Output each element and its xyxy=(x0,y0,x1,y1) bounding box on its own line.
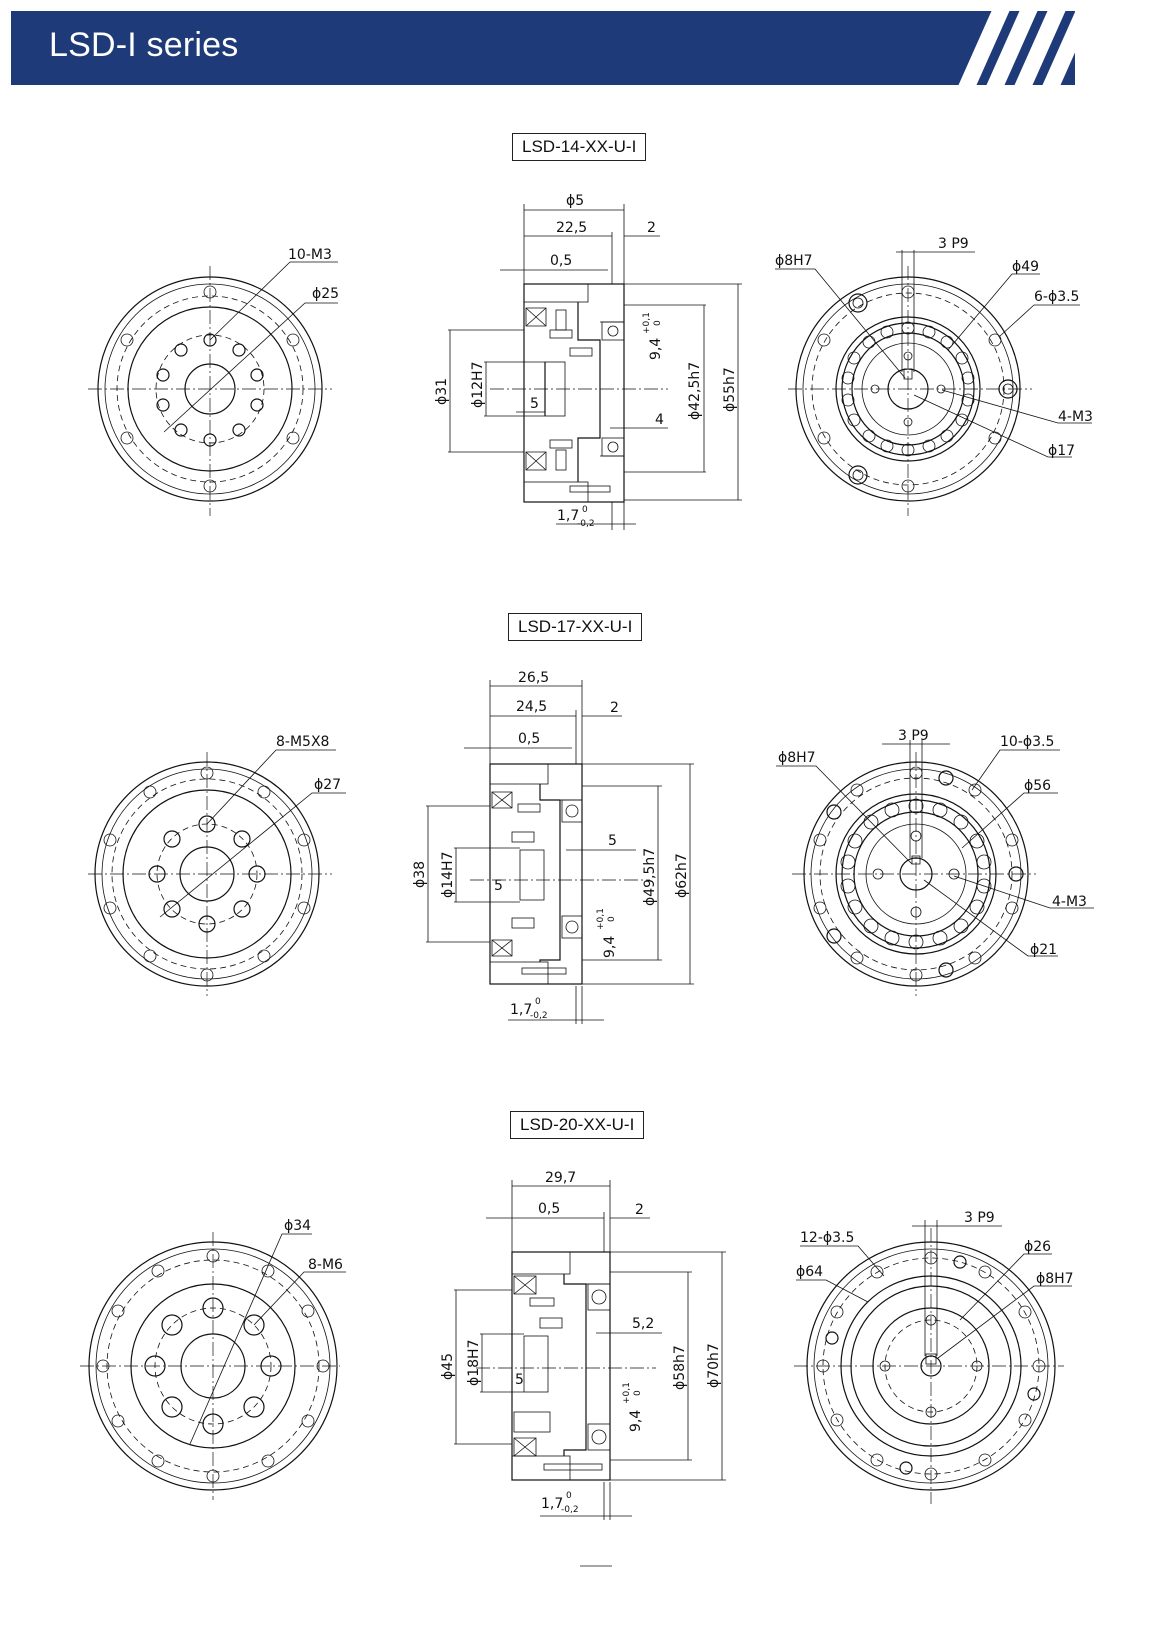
lsd17-rear-pcd-label: ϕ56 xyxy=(1024,778,1051,794)
lsd14-rear-key-label: 3 P9 xyxy=(938,236,969,252)
lsd14-rear-pcd-label: ϕ49 xyxy=(1012,259,1039,275)
lsd17-dim-bore: ϕ14H7 xyxy=(440,852,456,898)
model-label-lsd20: LSD-20-XX-U-I xyxy=(510,1111,645,1139)
lsd14-rear-pcd2-label: ϕ17 xyxy=(1048,443,1075,459)
lsd17-front-tapped-holes xyxy=(148,815,266,933)
lsd17-dim-mid: ϕ49,5h7 xyxy=(642,848,658,906)
lsd17-dim-side: 5 xyxy=(608,833,617,849)
lsd17-dim-gap: 2 xyxy=(610,700,619,716)
lsd17-rear-tapped-holes xyxy=(872,830,960,918)
lsd14-dim-key-lower: 0 xyxy=(653,320,663,326)
lsd20-front-holes-label: 8-M6 xyxy=(308,1257,343,1273)
lsd14-rear-view: 3 P9 ϕ8H7 ϕ49 6-ϕ3.5 4-M3 ϕ17 xyxy=(775,236,1093,516)
lsd14-front-tapped-holes xyxy=(156,333,264,447)
lsd17-dim-key-upper: +0,1 xyxy=(596,908,606,930)
lsd20-front-view: ϕ34 8-M6 xyxy=(80,1218,346,1500)
lsd20-dim-key: 9,4 xyxy=(628,1410,644,1432)
lsd17-rear-view: 3 P9 ϕ8H7 10-ϕ3.5 ϕ56 4-M3 ϕ21 xyxy=(776,728,1094,996)
model-label-lsd14: LSD-14-XX-U-I xyxy=(512,133,647,161)
lsd20-front-pcd-label: ϕ34 xyxy=(284,1218,311,1234)
lsd14-dim-max: ϕ55h7 xyxy=(722,367,738,412)
lsd20-dim-gap: 2 xyxy=(635,1202,644,1218)
lsd14-rear-holes-label: 6-ϕ3.5 xyxy=(1034,289,1079,305)
lsd17-dim-bottom: 1,7 xyxy=(510,1002,532,1018)
lsd20-dim-bottom-upper: 0 xyxy=(566,1491,572,1501)
page-header: LSD-I series xyxy=(11,11,1143,85)
lsd20-rear-tapped-holes xyxy=(879,1314,983,1418)
lsd20-rear-key-label: 3 P9 xyxy=(964,1210,995,1226)
lsd17-front-view: 8-M5X8 ϕ27 xyxy=(88,734,346,996)
lsd14-rear-tap-label: 4-M3 xyxy=(1058,409,1093,425)
lsd20-side-view: 29,7 0,5 2 ϕ45 ϕ18H7 5 5,2 ϕ58h7 ϕ70h7 9… xyxy=(440,1170,726,1567)
lsd14-dim-bottom: 1,7 xyxy=(557,508,579,524)
lsd14-dim-depth: 5 xyxy=(530,396,539,412)
lsd17-side-view: 26,5 24,5 2 0,5 ϕ38 ϕ14H7 5 5 ϕ49,5h7 ϕ6… xyxy=(412,670,694,1024)
lsd14-dim-bore: ϕ12H7 xyxy=(470,362,486,408)
lsd14-rear-bore-label: ϕ8H7 xyxy=(775,253,813,269)
lsd20-dim-key-upper: +0,1 xyxy=(622,1382,632,1404)
lsd20-dim-outer: ϕ45 xyxy=(440,1353,456,1380)
lsd20-dim-length: 29,7 xyxy=(545,1170,576,1186)
lsd14-dim-length: 22,5 xyxy=(556,220,587,236)
model-label-lsd17: LSD-17-XX-U-I xyxy=(508,613,643,641)
lsd20-dim-mid: ϕ58h7 xyxy=(672,1345,688,1390)
lsd17-dim-length: 26,5 xyxy=(518,670,549,686)
lsd17-rear-outer-holes xyxy=(813,766,1024,982)
header-white-corner xyxy=(1075,11,1143,85)
lsd17-rear-tap-label: 4-M3 xyxy=(1052,894,1087,910)
lsd17-dim-length2: 24,5 xyxy=(516,699,547,715)
lsd17-front-pcd-label: ϕ27 xyxy=(314,777,341,793)
lsd14-dim-step: 0,5 xyxy=(550,253,572,269)
lsd17-dim-max: ϕ62h7 xyxy=(674,853,690,898)
lsd20-dim-bottom: 1,7 xyxy=(541,1496,563,1512)
lsd20-dim-max: ϕ70h7 xyxy=(706,1343,722,1388)
lsd14-front-pcd-label: ϕ25 xyxy=(312,286,339,302)
lsd20-rear-outer-holes xyxy=(816,1251,1046,1481)
lsd17-rear-bearing-balls xyxy=(840,798,992,950)
lsd17-dim-bottom-lower: -0,2 xyxy=(530,1011,548,1021)
lsd14-rear-outer-holes xyxy=(817,285,1018,493)
lsd14-front-view: 10-M3 ϕ25 xyxy=(88,247,339,516)
lsd14-dim-gap: 2 xyxy=(647,220,656,236)
lsd20-dim-key-lower: 0 xyxy=(633,1390,643,1396)
lsd20-dim-step: 0,5 xyxy=(538,1201,560,1217)
lsd20-front-tapped-holes xyxy=(144,1297,282,1435)
lsd14-dim-top: ϕ5 xyxy=(566,193,584,209)
lsd14-dim-outer: ϕ31 xyxy=(434,378,450,405)
lsd17-front-outer-holes xyxy=(103,766,311,982)
lsd17-rear-key-label: 3 P9 xyxy=(898,728,929,744)
lsd14-dim-bottom-lower: -0,2 xyxy=(577,519,595,529)
lsd17-dim-bottom-upper: 0 xyxy=(535,997,541,1007)
lsd14-dim-side: 4 xyxy=(655,412,664,428)
lsd14-side-view: ϕ5 22,5 2 0,5 ϕ31 ϕ12H7 5 4 ϕ42,5h7 ϕ55h… xyxy=(434,193,742,530)
page-title: LSD-I series xyxy=(49,26,239,64)
lsd14-front-outer-holes xyxy=(120,285,300,493)
lsd20-dim-bore: ϕ18H7 xyxy=(466,1340,482,1386)
lsd17-rear-pcd2-label: ϕ21 xyxy=(1030,942,1057,958)
lsd20-dim-bottom-lower: -0,2 xyxy=(561,1505,579,1515)
lsd20-dim-depth: 5 xyxy=(515,1372,524,1388)
lsd14-dim-key-upper: +0,1 xyxy=(642,312,652,334)
lsd17-rear-holes-label: 10-ϕ3.5 xyxy=(1000,734,1054,750)
lsd17-dim-key: 9,4 xyxy=(602,936,618,958)
lsd17-dim-depth: 5 xyxy=(494,878,503,894)
lsd14-dim-bottom-upper: 0 xyxy=(582,505,588,515)
lsd17-dim-key-lower: 0 xyxy=(607,916,617,922)
lsd14-dim-mid: ϕ42,5h7 xyxy=(687,362,703,420)
lsd20-rear-bore-label: ϕ8H7 xyxy=(1036,1271,1074,1287)
lsd20-rear-pcd-label: ϕ64 xyxy=(796,1264,823,1280)
lsd20-rear-view: 3 P9 12-ϕ3.5 ϕ26 ϕ64 ϕ8H7 xyxy=(794,1210,1074,1504)
lsd17-front-holes-label: 8-M5X8 xyxy=(276,734,329,750)
lsd17-rear-bore-label: ϕ8H7 xyxy=(778,750,816,766)
lsd20-rear-pcd2-label: ϕ26 xyxy=(1024,1239,1051,1255)
lsd14-dim-key: 9,4 xyxy=(648,338,664,360)
lsd20-front-outer-holes xyxy=(96,1249,330,1483)
lsd14-rear-tapped-holes xyxy=(870,351,946,427)
lsd14-front-holes-label: 10-M3 xyxy=(288,247,332,263)
lsd20-rear-holes-label: 12-ϕ3.5 xyxy=(800,1230,854,1246)
lsd17-dim-outer: ϕ38 xyxy=(412,861,428,888)
lsd17-dim-step: 0,5 xyxy=(518,731,540,747)
lsd20-dim-side: 5,2 xyxy=(632,1316,654,1332)
